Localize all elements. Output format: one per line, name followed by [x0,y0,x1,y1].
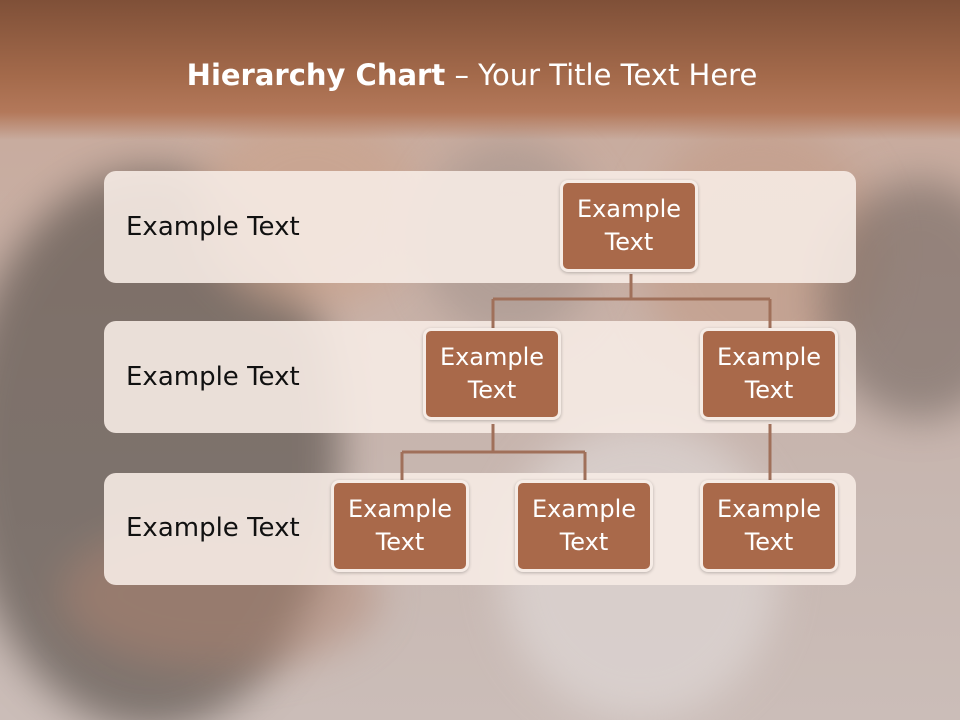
connector-root [491,274,772,328]
row-band-1 [104,171,856,283]
row-label-1: Example Text [126,212,300,242]
row-label-2: Example Text [126,362,300,392]
connector-l2a [400,424,587,480]
row-label-3: Example Text [126,513,300,543]
header-band [0,0,960,140]
title-rest: – Your Title Text Here [445,58,758,92]
title-bold: Hierarchy Chart [186,58,446,92]
slide-title: Hierarchy Chart – Your Title Text Here [0,56,944,94]
